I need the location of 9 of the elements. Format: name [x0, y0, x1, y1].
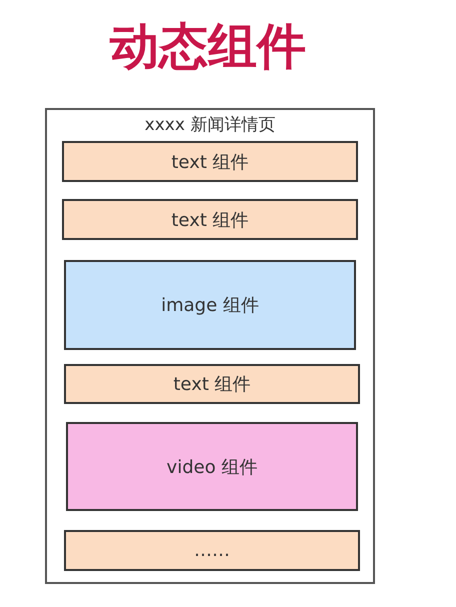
frame-heading: xxxx 新闻详情页: [144, 114, 276, 136]
diagram-title: 动态组件: [110, 18, 306, 76]
component-block: video 组件: [66, 422, 358, 511]
component-block: text 组件: [62, 199, 358, 240]
component-block: text 组件: [64, 364, 360, 404]
page-frame: [45, 108, 375, 584]
component-block: text 组件: [62, 141, 358, 182]
component-block: image 组件: [64, 260, 356, 350]
component-block: ……: [64, 530, 360, 571]
